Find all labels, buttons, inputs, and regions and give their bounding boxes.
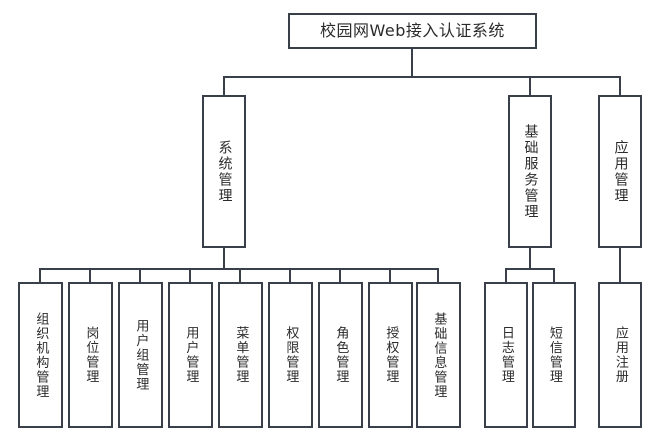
node-user-group-management-label: 用户组管理 [133, 318, 149, 392]
node-application-registration-label: 应用注册 [612, 326, 628, 384]
connector-drop-org-structure [39, 268, 41, 282]
node-basic-service-management[interactable]: 基础服务管理 [508, 95, 552, 248]
connector-level2-bar [223, 76, 621, 78]
connector-drop-basic-info [437, 268, 439, 282]
node-application-registration[interactable]: 应用注册 [598, 282, 642, 428]
connector-basic-service-stem [529, 248, 531, 268]
node-position-management-label: 岗位管理 [83, 326, 99, 384]
connector-drop-position [89, 268, 91, 282]
node-system-management-label: 系统管理 [216, 139, 233, 204]
connector-drop-system [223, 76, 225, 95]
node-application-management-label: 应用管理 [612, 139, 629, 204]
node-basic-info-management-label: 基础信息管理 [431, 311, 447, 399]
node-authorization-management-label: 授权管理 [383, 326, 399, 384]
node-basic-info-management[interactable]: 基础信息管理 [416, 282, 461, 428]
node-user-group-management[interactable]: 用户组管理 [118, 282, 163, 428]
node-menu-management-label: 菜单管理 [233, 326, 249, 384]
node-role-management[interactable]: 角色管理 [318, 282, 363, 428]
connector-root-stem [411, 49, 413, 76]
connector-system-stem [223, 248, 225, 268]
root-node[interactable]: 校园网Web接入认证系统 [288, 13, 537, 49]
node-permission-management-label: 权限管理 [283, 326, 299, 384]
node-permission-management[interactable]: 权限管理 [268, 282, 313, 428]
connector-drop-application [619, 76, 621, 95]
node-role-management-label: 角色管理 [333, 326, 349, 384]
node-basic-service-management-label: 基础服务管理 [522, 123, 539, 220]
node-position-management[interactable]: 岗位管理 [68, 282, 113, 428]
connector-drop-permission [289, 268, 291, 282]
node-system-management[interactable]: 系统管理 [202, 95, 246, 248]
connector-drop-menu [239, 268, 241, 282]
node-user-management[interactable]: 用户管理 [168, 282, 213, 428]
connector-drop-role [339, 268, 341, 282]
connector-basic-service-bar [505, 268, 555, 270]
connector-drop-user-group [139, 268, 141, 282]
connector-drop-sms [553, 268, 555, 282]
node-org-structure-management[interactable]: 组织机构管理 [18, 282, 63, 428]
node-application-management[interactable]: 应用管理 [598, 95, 642, 248]
node-menu-management[interactable]: 菜单管理 [218, 282, 263, 428]
node-user-management-label: 用户管理 [183, 326, 199, 384]
node-sms-management-label: 短信管理 [546, 326, 562, 384]
node-org-structure-management-label: 组织机构管理 [33, 311, 49, 399]
node-log-management[interactable]: 日志管理 [484, 282, 528, 428]
connector-drop-log [505, 268, 507, 282]
connector-application-stem [619, 248, 621, 282]
connector-drop-user [189, 268, 191, 282]
connector-drop-basic-service [529, 76, 531, 95]
connector-drop-authorization [389, 268, 391, 282]
node-authorization-management[interactable]: 授权管理 [368, 282, 413, 428]
node-sms-management[interactable]: 短信管理 [532, 282, 576, 428]
node-log-management-label: 日志管理 [498, 326, 514, 384]
root-node-label: 校园网Web接入认证系统 [320, 20, 505, 40]
